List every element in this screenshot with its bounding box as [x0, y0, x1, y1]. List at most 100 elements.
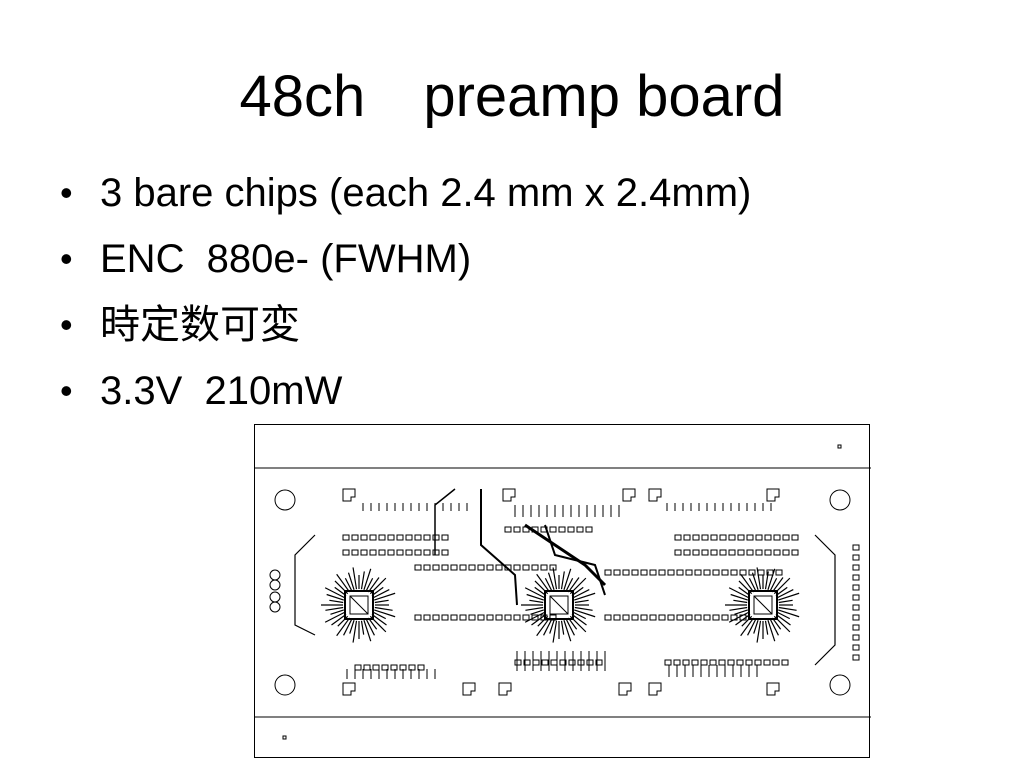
fanout-trace: [324, 587, 346, 599]
fanout-trace: [372, 589, 390, 599]
edge-pad: [852, 564, 860, 571]
smd-pad: [360, 549, 368, 556]
smd-pad: [486, 564, 494, 571]
edge-pad: [852, 594, 860, 601]
smd-pad: [757, 569, 765, 576]
smd-pad: [683, 534, 691, 541]
pcb-mark: [282, 735, 287, 740]
bullet-list: 3 bare chips (each 2.4 mm x 2.4mm) ENC 8…: [60, 168, 751, 432]
fanout-trace: [371, 586, 384, 597]
smd-pad: [351, 534, 359, 541]
smd-pad: [559, 659, 567, 666]
fanout-trace: [776, 611, 791, 620]
smd-pad: [604, 569, 612, 576]
fanout-trace: [769, 577, 778, 592]
smd-pad: [781, 659, 789, 666]
smd-pad: [378, 549, 386, 556]
bare-chip: [349, 595, 369, 615]
smd-pad: [558, 526, 566, 533]
smd-pad: [728, 534, 736, 541]
smd-pad: [531, 564, 539, 571]
smd-pad: [782, 534, 790, 541]
fanout-trace: [349, 620, 355, 634]
fanout-trace: [567, 577, 580, 593]
mounting-pad: [342, 682, 356, 696]
fanout-trace: [767, 620, 776, 642]
fanout-trace: [771, 577, 784, 593]
mounting-pad: [766, 488, 780, 502]
fanout-trace: [560, 571, 565, 590]
pcb-mark: [837, 444, 842, 449]
fanout-trace: [747, 618, 757, 636]
smd-pad: [658, 614, 666, 621]
chip-diagonal: [349, 595, 369, 615]
fanout-trace: [360, 620, 365, 635]
smd-pad: [649, 569, 657, 576]
smd-pad: [423, 534, 431, 541]
fanout-trace: [567, 617, 578, 630]
fanout-trace: [344, 577, 353, 592]
smd-pad: [441, 549, 449, 556]
mounting-hole: [829, 674, 851, 696]
input-connector: [269, 569, 281, 581]
smd-pad: [450, 614, 458, 621]
smd-pad: [504, 614, 512, 621]
fanout-trace: [524, 611, 546, 623]
smd-pad: [737, 549, 745, 556]
fanout-trace: [343, 618, 353, 636]
smd-pad: [387, 549, 395, 556]
fanout-trace: [552, 567, 558, 590]
mounting-hole: [274, 489, 296, 511]
smd-pad: [432, 534, 440, 541]
smd-pad: [550, 659, 558, 666]
smd-pad: [674, 534, 682, 541]
fanout-trace: [369, 577, 387, 595]
smd-pad: [622, 614, 630, 621]
fanout-trace: [374, 606, 393, 611]
smd-pad: [567, 526, 575, 533]
smd-pad: [755, 549, 763, 556]
edge-pad: [852, 554, 860, 561]
smd-pad: [649, 614, 657, 621]
fanout-trace: [363, 620, 372, 642]
fanout-trace: [544, 577, 553, 592]
smd-pad: [396, 549, 404, 556]
smd-pad: [381, 664, 389, 671]
edge-pad: [852, 654, 860, 661]
smd-pad: [730, 614, 738, 621]
smd-pad: [674, 549, 682, 556]
fanout-trace: [565, 577, 574, 592]
fanout-trace: [543, 618, 553, 636]
fanout-trace: [326, 593, 344, 601]
fanout-trace: [738, 580, 753, 595]
smd-pad: [513, 526, 521, 533]
smd-pad: [523, 659, 531, 666]
smd-pad: [477, 564, 485, 571]
smd-pad: [549, 614, 557, 621]
mounting-pad: [502, 488, 516, 502]
fanout-trace: [531, 613, 547, 626]
smd-pad: [745, 659, 753, 666]
smd-pad: [710, 549, 718, 556]
fanout-trace: [560, 620, 565, 635]
smd-pad: [685, 569, 693, 576]
smd-pad: [417, 664, 425, 671]
fanout-trace: [728, 587, 750, 599]
edge-pad: [852, 544, 860, 551]
chip-pad: [344, 590, 374, 620]
smd-pad: [712, 614, 720, 621]
bullet-enc: ENC 880e- (FWHM): [60, 234, 751, 300]
smd-pad: [721, 569, 729, 576]
fanout-trace: [372, 611, 387, 620]
signal-trace: [544, 524, 606, 596]
mounting-pad: [342, 488, 356, 502]
smd-pad: [586, 659, 594, 666]
smd-pad: [676, 614, 684, 621]
smd-pad: [432, 549, 440, 556]
edge-pad: [852, 634, 860, 641]
fanout-trace: [334, 580, 349, 595]
fanout-trace: [756, 620, 762, 643]
smd-pad: [441, 564, 449, 571]
smd-pad: [709, 659, 717, 666]
smd-pad: [736, 659, 744, 666]
